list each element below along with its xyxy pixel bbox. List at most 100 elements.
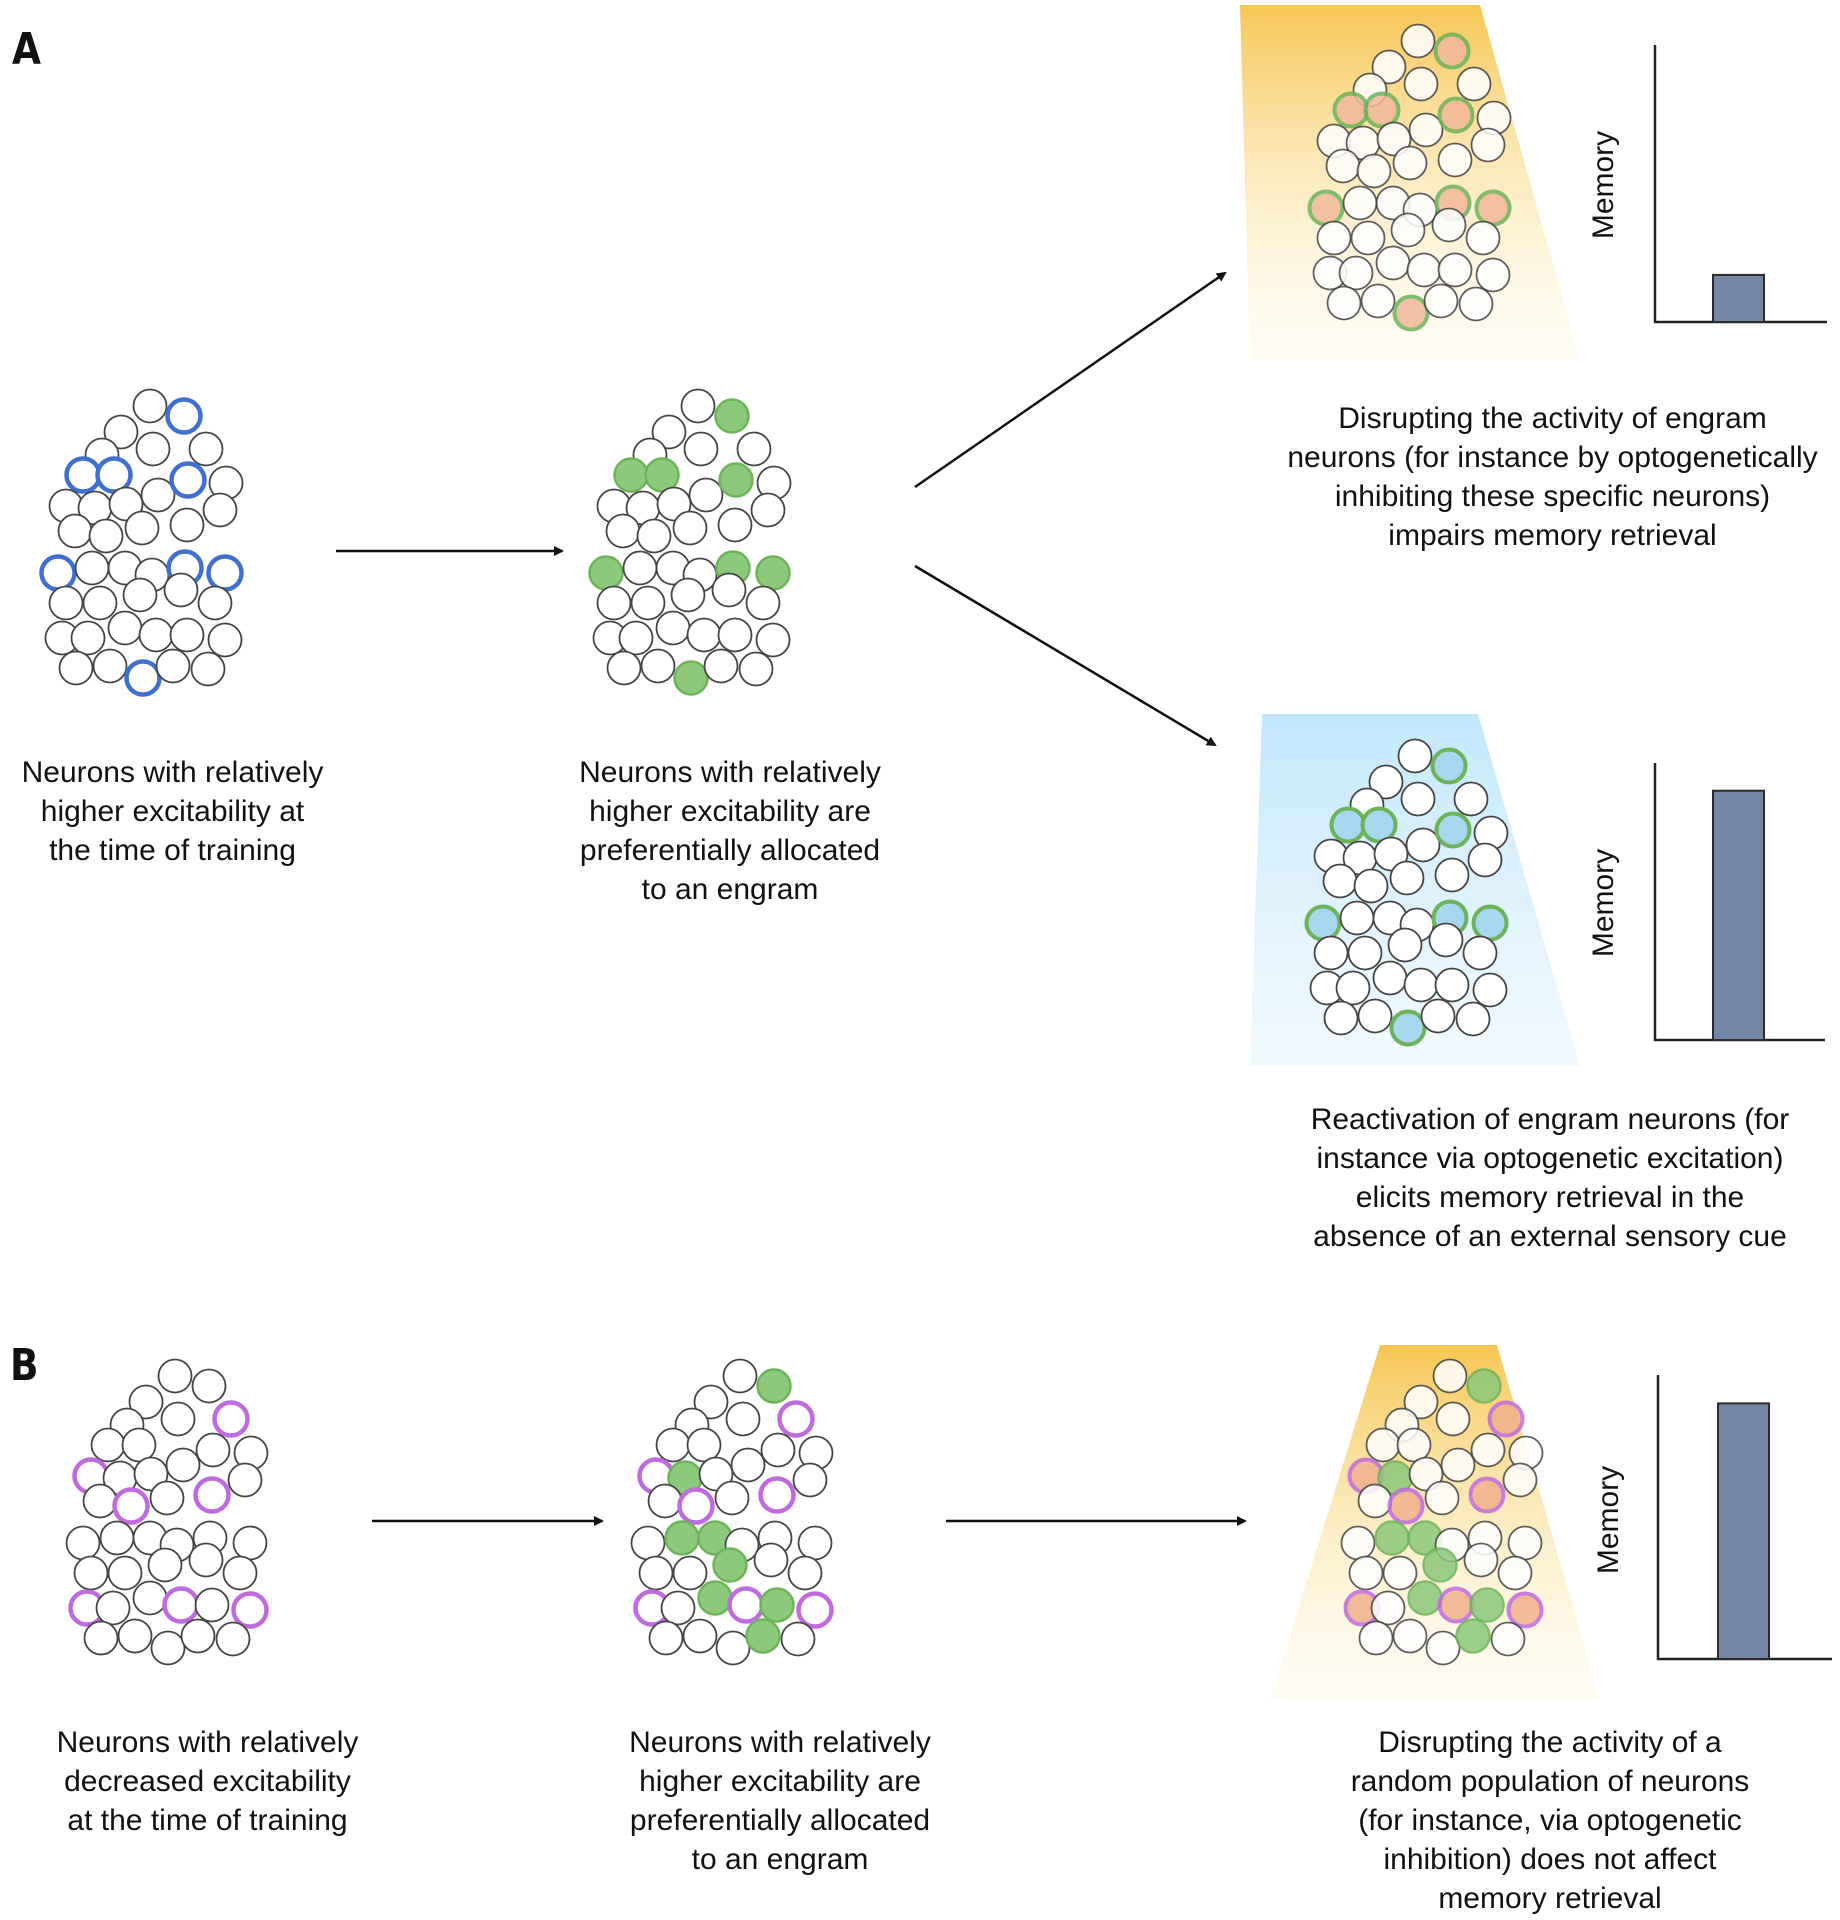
caption-line: to an engram (641, 873, 819, 906)
engram-neuron (718, 462, 754, 498)
neuron (1428, 922, 1464, 958)
neuron (1406, 252, 1442, 288)
y-axis-label: Memory (1587, 849, 1620, 957)
neuron (169, 507, 205, 543)
neuron (107, 1555, 143, 1591)
neuron (797, 1525, 833, 1561)
neuron (1420, 998, 1456, 1034)
neuron (792, 1462, 828, 1498)
neuron (688, 477, 724, 513)
neuron (672, 510, 708, 546)
caption-line: random population of neurons (1350, 1765, 1750, 1798)
neuron (1371, 49, 1407, 85)
inhibited-engram-neuron (1433, 32, 1471, 70)
caption-line: absence of an external sensory cue (1313, 1220, 1787, 1253)
engram-neuron (745, 1618, 781, 1654)
neuron (655, 1427, 691, 1463)
neuron (1424, 1480, 1460, 1516)
neuron (1339, 900, 1375, 936)
neuron (73, 1555, 109, 1591)
neuron (1490, 1621, 1526, 1657)
neuron (1340, 1525, 1376, 1561)
neuron (1462, 935, 1498, 971)
neuron (730, 1447, 766, 1483)
caption-line: Neurons with relatively (579, 756, 881, 789)
caption-allocation-a: Neurons with relatively higher excitabil… (545, 753, 915, 909)
caption-line: neurons (for instance by optogenetically (1287, 441, 1818, 474)
neuron (703, 648, 739, 684)
neuron-cluster-excitability-b (65, 1358, 269, 1666)
caption-line: impairs memory retrieval (1388, 519, 1717, 552)
neuron (1437, 142, 1473, 178)
neuron (745, 585, 781, 621)
excitable-neuron (206, 554, 244, 592)
neuron (1507, 1525, 1543, 1561)
neuron (108, 486, 144, 522)
neuron (1342, 185, 1378, 221)
neuron (1458, 286, 1494, 322)
neuron (48, 585, 84, 621)
neuron (714, 1480, 750, 1516)
caption-line: preferentially allocated (629, 1804, 931, 1837)
neuron (1431, 207, 1467, 243)
neuron (1472, 972, 1508, 1008)
caption-line: instance via optogenetic excitation) (1316, 1142, 1784, 1175)
neuron (725, 1401, 761, 1437)
caption-line: elicits memory retrieval in the (1355, 1181, 1745, 1214)
caption-reactivation-a: Reactivation of engram neurons (for inst… (1270, 1100, 1830, 1256)
neuron (750, 492, 786, 528)
caption-line: Neurons with relatively (21, 756, 324, 789)
neuron (82, 1483, 118, 1519)
neuron (191, 1368, 227, 1404)
neuron (630, 585, 666, 621)
neuron (1358, 1620, 1394, 1656)
y-axis-label: Memory (1587, 131, 1620, 239)
neuron (698, 1456, 734, 1492)
low-excitability-neuron (193, 1476, 231, 1514)
neuron (605, 513, 641, 549)
excited-engram-neuron (1304, 904, 1342, 942)
neuron (160, 1401, 196, 1437)
neuron (1373, 836, 1409, 872)
engram-neuron (1455, 1618, 1491, 1654)
neuron (190, 651, 226, 687)
neuron (656, 486, 692, 522)
neuron (1408, 112, 1444, 148)
neuron (1467, 842, 1503, 878)
caption-allocation-b: Neurons with relatively higher excitabil… (595, 1723, 965, 1879)
neuron (1323, 1000, 1359, 1036)
neuron (618, 620, 654, 656)
engram-neuron (613, 457, 649, 493)
neuron (1470, 127, 1506, 163)
neuron (647, 1483, 683, 1519)
neuron (1396, 1427, 1432, 1463)
neuron (165, 1447, 201, 1483)
neuron (780, 1621, 816, 1657)
neuron (1316, 220, 1352, 256)
neuron (180, 1618, 216, 1654)
caption-line: (for instance, via optogenetic (1358, 1804, 1742, 1837)
neuron (169, 617, 205, 653)
neuron (717, 617, 753, 653)
neuron (1376, 121, 1412, 157)
excited-engram-neuron (1430, 747, 1468, 785)
engram-neuron (759, 1587, 795, 1623)
excited-engram-neuron (1471, 904, 1509, 942)
neuron (638, 1555, 674, 1591)
neuron (1326, 285, 1362, 321)
neuron (738, 651, 774, 687)
panel-label-b: B (10, 1340, 39, 1391)
neuron (1365, 1427, 1401, 1463)
caption-line: to an engram (691, 1843, 869, 1876)
neuron (133, 1456, 169, 1492)
neuron (660, 1590, 696, 1626)
low-excitability-neuron (796, 1591, 834, 1629)
neuron-cluster-excited-a (1304, 738, 1509, 1047)
excited-engram-neuron (1389, 1009, 1427, 1047)
neuron (1405, 827, 1441, 863)
neuron (636, 518, 672, 554)
neuron (717, 507, 753, 543)
arrow-a-up (914, 271, 1227, 489)
neuron (197, 585, 233, 621)
